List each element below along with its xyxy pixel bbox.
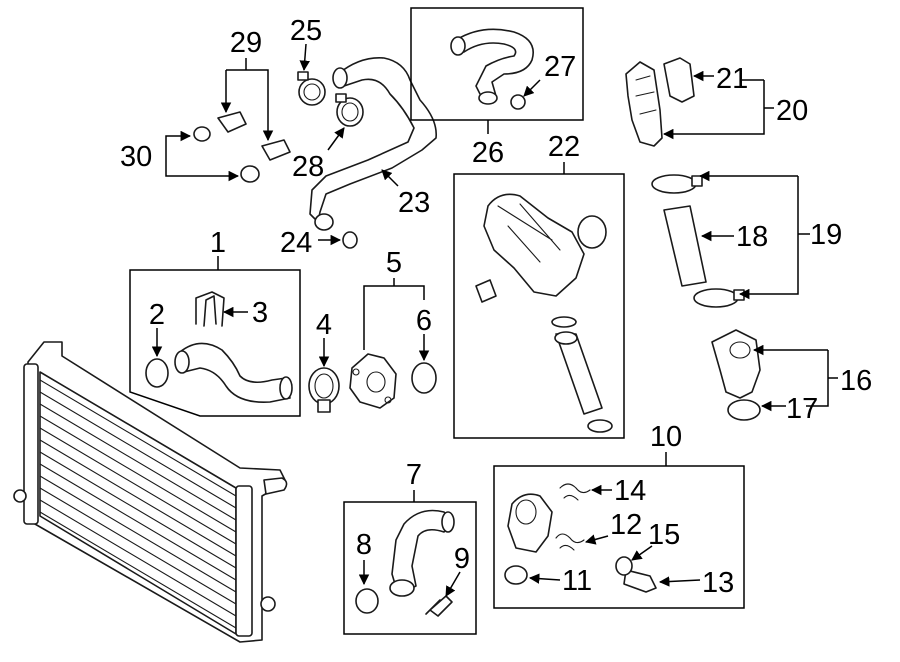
callout-9: 9 — [454, 543, 470, 575]
callout-14: 14 — [614, 475, 646, 507]
callout-4: 4 — [316, 309, 332, 341]
clip-9 — [425, 595, 453, 617]
callout-29: 29 — [230, 27, 262, 59]
hose-26 — [455, 28, 534, 103]
clamp-19b — [693, 288, 739, 308]
gasket-2 — [145, 358, 169, 388]
outlet-16 — [711, 329, 761, 399]
radiator — [13, 341, 288, 643]
callout-2: 2 — [149, 299, 165, 331]
radiator-fins — [39, 379, 237, 629]
fitting-29a — [217, 111, 247, 133]
callout-3: 3 — [252, 297, 268, 329]
gasket-11 — [504, 565, 528, 585]
group-1: 1 2 3 — [129, 227, 301, 417]
callout-7: 7 — [406, 459, 422, 491]
callout-24: 24 — [280, 227, 312, 259]
group-19: 19 18 — [651, 170, 842, 308]
clamp-4: 4 — [308, 309, 340, 413]
callout-27: 27 — [544, 51, 576, 83]
clip-14 — [559, 483, 591, 501]
group-16: 16 17 — [711, 329, 872, 425]
callout-1: 1 — [210, 227, 226, 259]
fitting-29b — [261, 139, 291, 161]
group-26: 26 27 — [410, 7, 584, 169]
clip-12 — [555, 533, 585, 551]
group-20: 20 21 — [625, 57, 808, 147]
callout-19: 19 — [810, 219, 842, 251]
gasket-6 — [411, 362, 437, 394]
callout-12: 12 — [610, 509, 642, 541]
callout-11: 11 — [562, 565, 592, 597]
callout-18: 18 — [736, 221, 768, 253]
callout-16: 16 — [840, 365, 872, 397]
egr-valve — [483, 193, 585, 297]
gasket-24 — [342, 231, 358, 249]
callout-6: 6 — [416, 305, 432, 337]
gasket-8 — [355, 588, 379, 614]
egr-tube — [555, 333, 603, 415]
clamp-25 — [297, 71, 326, 106]
gasket-27 — [510, 94, 526, 110]
flange-5 — [349, 353, 397, 409]
gasket-15 — [615, 556, 633, 576]
callout-26: 26 — [472, 137, 504, 169]
callout-30: 30 — [120, 141, 152, 173]
o-ring-30b — [240, 165, 260, 183]
sensor-13 — [623, 569, 657, 593]
gasket-21 — [663, 57, 695, 103]
callout-15: 15 — [648, 519, 680, 551]
callout-28: 28 — [292, 151, 324, 183]
hose-1 — [179, 342, 291, 403]
hose-7 — [391, 509, 453, 595]
hose-18 — [663, 205, 707, 287]
callout-20: 20 — [776, 95, 808, 127]
callout-8: 8 — [356, 529, 372, 561]
callout-10: 10 — [650, 421, 682, 453]
callout-13: 13 — [702, 567, 734, 599]
group-22: 22 — [453, 131, 625, 439]
clip-3 — [195, 291, 225, 327]
callout-5: 5 — [386, 247, 402, 279]
callout-25: 25 — [290, 15, 322, 47]
group-5: 5 6 — [349, 247, 437, 409]
outlet-20 — [625, 61, 663, 147]
group-10: 10 11 12 13 14 15 — [493, 421, 745, 609]
group-7: 7 8 9 — [343, 459, 477, 635]
callout-21: 21 — [716, 63, 748, 95]
callout-17: 17 — [786, 393, 818, 425]
callout-23: 23 — [398, 187, 430, 219]
group-30: 30 — [120, 130, 240, 182]
callout-22: 22 — [548, 131, 580, 163]
clamp-19a — [651, 174, 697, 194]
hose-23 — [309, 57, 437, 231]
group-29: 29 — [193, 27, 291, 183]
gasket-17 — [727, 399, 761, 421]
clamp-28 — [335, 93, 364, 127]
o-ring-30a — [193, 126, 211, 142]
